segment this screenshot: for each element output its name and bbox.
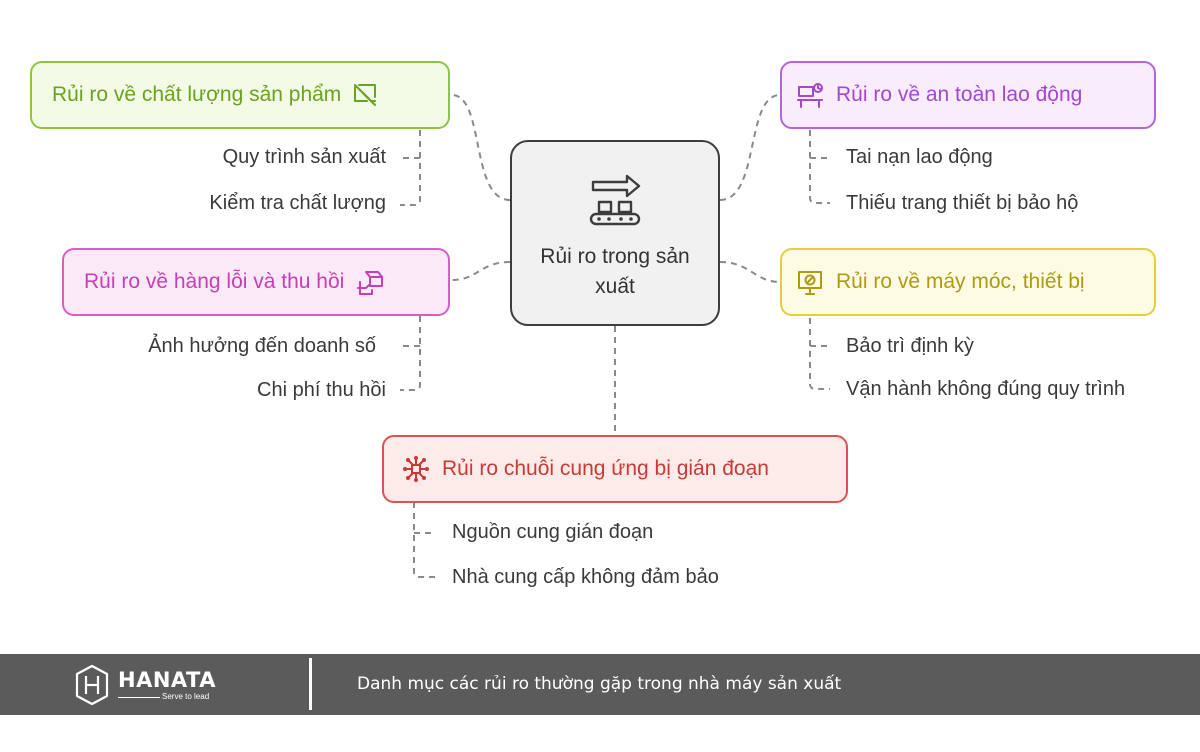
hanata-logo-icon [75,664,109,706]
supply-item-2: Nhà cung cấp không đảm bảo [452,566,719,588]
footer-banner: HANATA Serve to lead Danh mục các rủi ro… [0,654,1200,715]
connector-safety [719,94,781,201]
footer-caption: Danh mục các rủi ro thường gặp trong nhà… [357,674,842,694]
branch-safety-label: Rủi ro về an toàn lao động [836,83,1083,106]
branch-safety: Rủi ro về an toàn lao động [780,61,1156,129]
machine-item-1: Bảo trì định kỳ [846,335,974,357]
monitor-error-icon [798,271,822,295]
brand-name: HANATA [118,668,216,692]
center-title: Rủi ro trong sản xuất [540,245,690,298]
supply-item-1: Nguồn cung gián đoạn [452,521,654,543]
center-node: Rủi ro trong sản xuất [510,140,720,326]
branch-recall: Rủi ro về hàng lỗi và thu hồi [62,248,450,316]
branch-supply-label: Rủi ro chuỗi cung ứng bị gián đoạn [442,457,769,480]
subline-quality [400,130,421,206]
subline-machine [809,318,830,390]
machine-item-2: Vận hành không đúng quy trình [846,378,1126,400]
quality-item-1: Quy trình sản xuất [222,146,386,168]
connector-quality [451,94,511,201]
conveyor-icon [589,174,641,226]
subline-supply [413,502,435,578]
brand-underline [118,697,160,698]
workstation-icon [797,83,823,108]
quality-item-2: Kiểm tra chất lượng [209,192,386,214]
return-box-icon [357,271,384,295]
recall-item-1: Ảnh hưởng đến doanh số [148,335,376,357]
safety-item-2: Thiếu trang thiết bị bảo hộ [846,192,1079,214]
safety-item-1: Tai nạn lao động [846,146,993,168]
broken-box-icon [354,84,377,106]
footer-divider [309,658,312,710]
connector-machine [719,261,781,283]
branch-quality: Rủi ro về chất lượng sản phẩm [30,61,450,129]
subline-recall [400,316,421,391]
branch-recall-label: Rủi ro về hàng lỗi và thu hồi [84,270,345,293]
brand-slogan: Serve to lead [162,692,210,701]
subline-safety [809,130,830,204]
footer-bottom-strip [0,715,1200,752]
branch-quality-label: Rủi ro về chất lượng sản phẩm [52,83,342,106]
recall-item-2: Chi phí thu hồi [257,379,386,401]
network-icon [403,456,429,482]
branch-supply: Rủi ro chuỗi cung ứng bị gián đoạn [382,435,848,503]
connector-recall [451,261,511,281]
branch-machine: Rủi ro về máy móc, thiết bị [780,248,1156,316]
branch-machine-label: Rủi ro về máy móc, thiết bị [836,270,1085,293]
